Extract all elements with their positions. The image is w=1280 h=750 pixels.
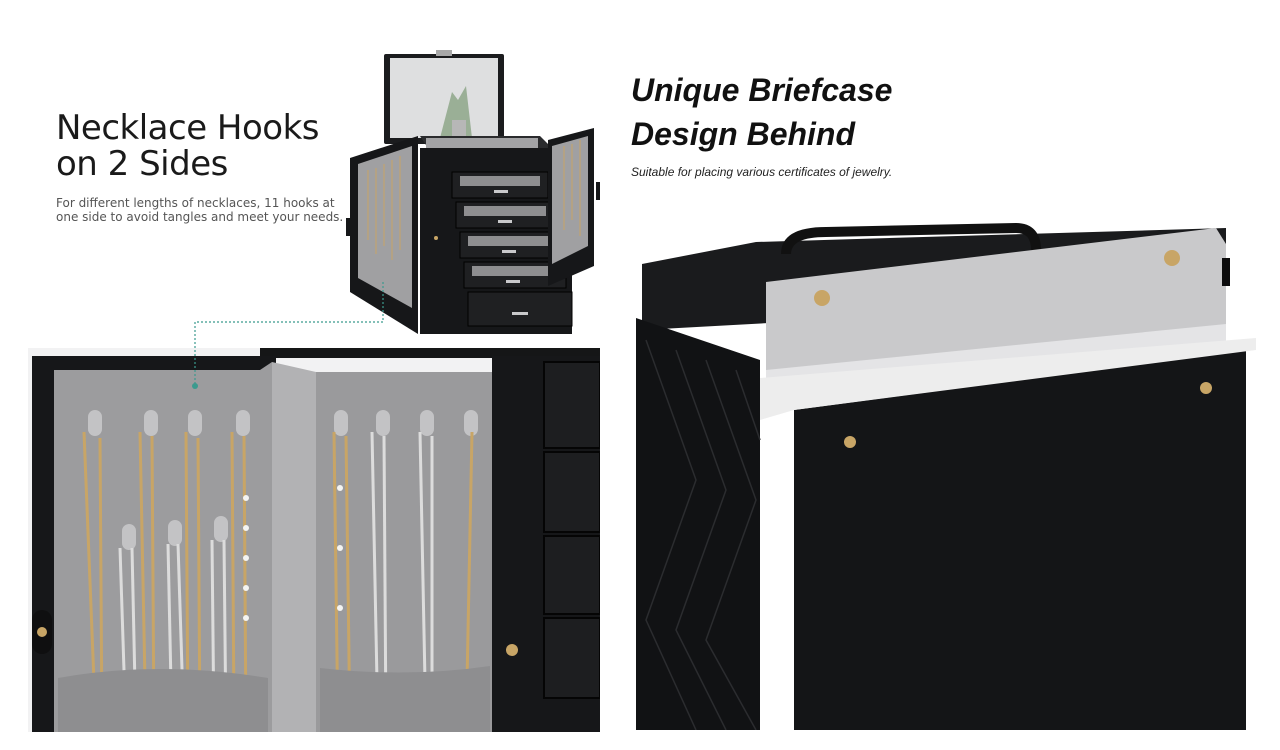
briefcase-design-title-line1: Unique Briefcase bbox=[631, 72, 893, 108]
necklace-hooks-description-line1: For different lengths of necklaces, 11 h… bbox=[56, 196, 335, 210]
briefcase-closeup bbox=[636, 220, 1260, 730]
necklace-hooks-title-line2: on 2 Sides bbox=[56, 144, 228, 184]
necklace-hooks-description: For different lengths of necklaces, 11 h… bbox=[56, 196, 346, 224]
necklace-hooks-closeup bbox=[28, 348, 600, 732]
briefcase-design-title-line2: Design Behind bbox=[631, 116, 856, 152]
necklace-hooks-title-line1: Necklace Hooks bbox=[56, 108, 320, 148]
briefcase-design-title: Unique Briefcase Design Behind bbox=[631, 68, 892, 156]
briefcase-design-description: Suitable for placing various certificate… bbox=[631, 165, 893, 179]
necklace-hooks-description-line2: one side to avoid tangles and meet your … bbox=[56, 210, 344, 224]
necklace-hooks-title: Necklace Hooks on 2 Sides bbox=[56, 108, 320, 184]
jewelry-box-photo bbox=[346, 50, 600, 334]
